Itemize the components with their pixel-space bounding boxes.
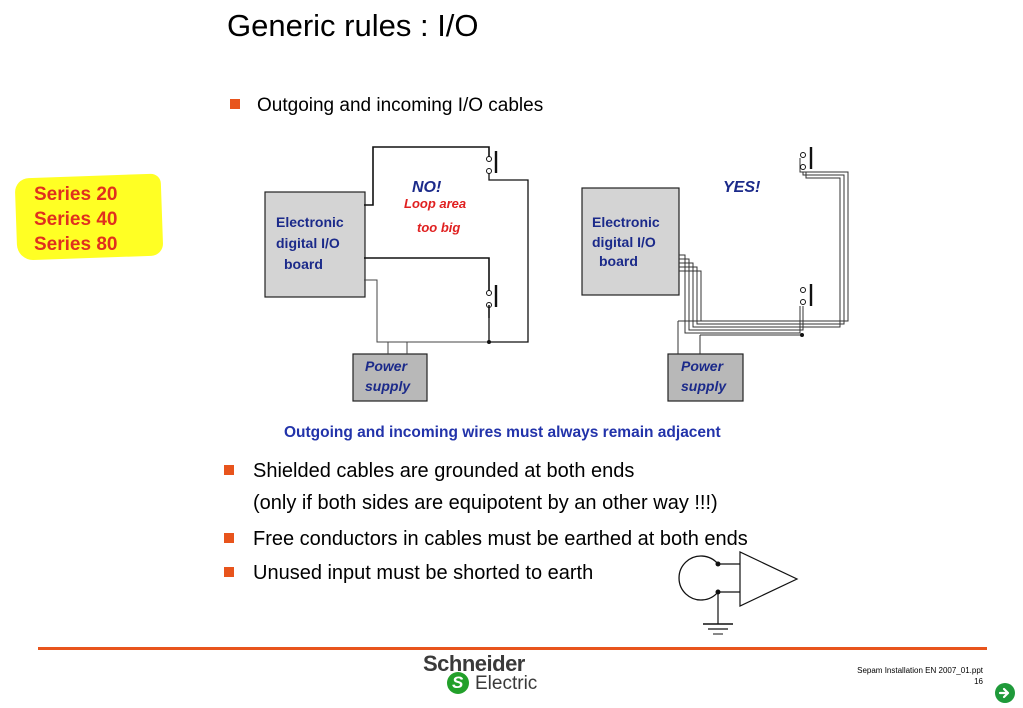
loop-note: too big <box>417 220 460 235</box>
wire <box>679 172 841 328</box>
io-board-box-left <box>264 191 366 298</box>
board-label: digital I/O <box>276 235 340 251</box>
amplifier-symbol <box>739 551 799 607</box>
wire <box>679 172 845 325</box>
io-board-box-right <box>581 187 680 296</box>
board-label: Electronic <box>276 214 344 230</box>
switch-contact <box>800 299 806 305</box>
wire <box>488 172 529 343</box>
series-label: Series 80 <box>34 234 118 255</box>
bullet-marker <box>224 465 234 475</box>
power-supply-box-right <box>667 353 744 402</box>
file-name: Sepam Installation EN 2007_01.ppt <box>857 666 983 675</box>
power-supply-box-left <box>352 353 428 402</box>
board-label: digital I/O <box>592 234 656 250</box>
logo-wordmark: Schneider <box>423 651 525 676</box>
verdict-no: NO! <box>412 179 442 196</box>
page-number: 16 <box>974 677 983 686</box>
series-label: Series 20 <box>34 184 118 205</box>
wire <box>679 158 849 322</box>
board-label: board <box>599 253 638 269</box>
junction-dot <box>487 340 491 344</box>
loop-note: Loop area <box>404 196 466 211</box>
wire <box>364 257 490 292</box>
power-label: supply <box>365 378 411 394</box>
page-title: Generic rules : I/O <box>227 8 479 43</box>
bullet-text: Unused input must be shorted to earth <box>253 562 594 584</box>
diagram-caption: Outgoing and incoming wires must always … <box>284 424 721 441</box>
switch-contact <box>800 152 806 158</box>
logo-wordmark-sub: Electric <box>475 673 538 694</box>
switch-contact <box>486 168 492 174</box>
bullet-marker <box>224 533 234 543</box>
board-label: Electronic <box>592 214 660 230</box>
wire <box>364 146 490 206</box>
footer-divider <box>38 647 987 650</box>
series-label: Series 40 <box>34 209 118 230</box>
switch-contact <box>486 156 492 162</box>
short-loop <box>678 555 719 601</box>
bullet-marker <box>224 567 234 577</box>
intro-bullet-text: Outgoing and incoming I/O cables <box>257 95 544 116</box>
switch-contact <box>800 164 806 170</box>
board-label: board <box>284 256 323 272</box>
verdict-yes: YES! <box>723 179 761 196</box>
power-label: supply <box>681 378 727 394</box>
switch-contact <box>486 290 492 296</box>
wire <box>679 258 804 331</box>
bullet-marker <box>230 99 240 109</box>
switch-contact <box>800 287 806 293</box>
power-label: Power <box>365 358 409 374</box>
junction-dot <box>800 333 804 337</box>
logo-icon: S <box>447 672 469 694</box>
next-slide-button[interactable] <box>995 683 1015 703</box>
bullet-text: Free conductors in cables must be earthe… <box>253 528 748 550</box>
arrow-right-icon <box>998 687 1010 699</box>
bullet-text: Shielded cables are grounded at both end… <box>253 460 635 482</box>
wire <box>364 279 489 343</box>
power-label: Power <box>681 358 725 374</box>
bullet-subtext: (only if both sides are equipotent by an… <box>253 492 718 514</box>
